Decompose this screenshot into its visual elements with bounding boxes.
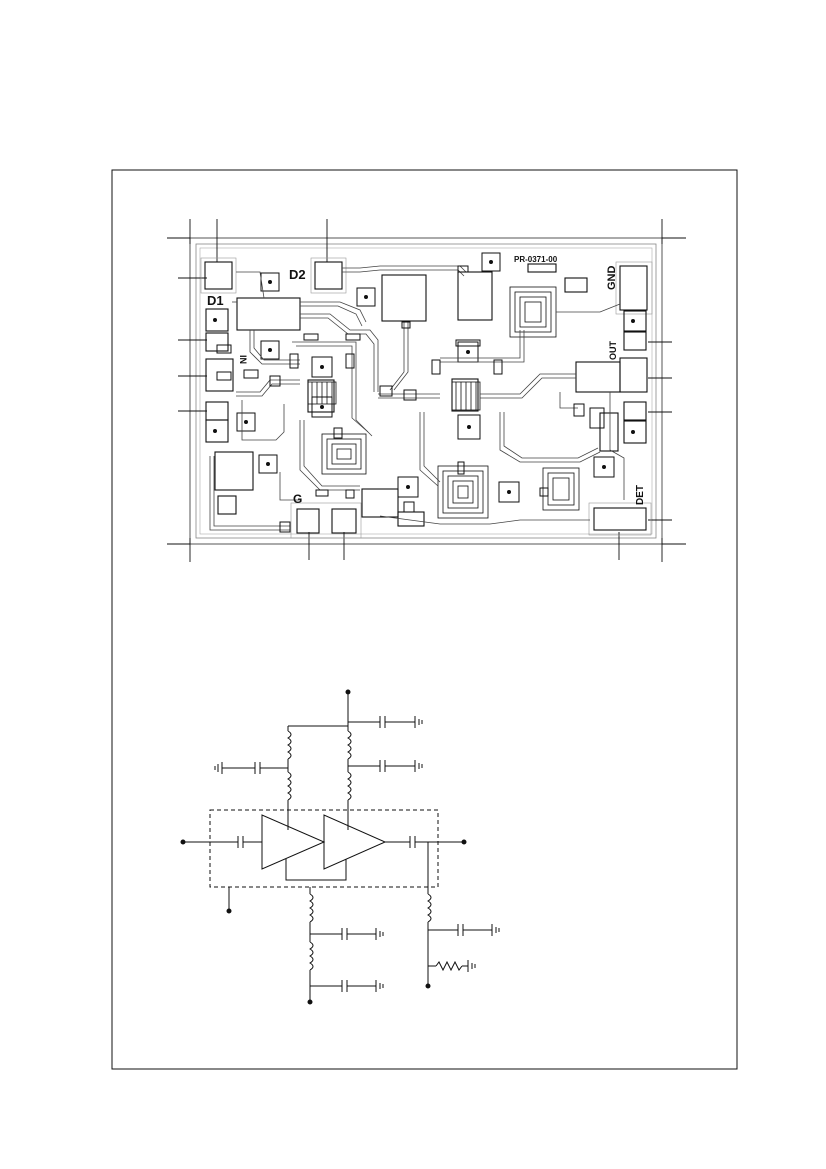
traces [209, 265, 625, 531]
page-frame [111, 169, 738, 1070]
amplifier-stage-2 [323, 814, 387, 870]
pcb-layout [167, 219, 686, 562]
inductor-d1-upper [287, 730, 292, 760]
label-det: DET [635, 485, 646, 505]
inductor-detector [427, 893, 432, 923]
inductor-d2-upper [347, 730, 352, 760]
callout-lines [167, 219, 686, 562]
detector-resistor [435, 960, 463, 972]
module-boundary [209, 809, 439, 888]
schematic [180, 689, 500, 1005]
inductor-d2-lower [347, 771, 352, 801]
label-d1: D1 [207, 293, 224, 308]
label-out: OUT [608, 341, 618, 361]
layout-labels: D1 D2 G PR-0371-00 IN GND OUT DET [207, 255, 646, 506]
inductor-d1-lower [287, 771, 292, 801]
label-gnd: GND [606, 266, 618, 291]
smd-parts [216, 265, 605, 533]
label-part-number: PR-0371-00 [514, 255, 558, 264]
spiral-inductors [321, 286, 580, 519]
bond-pads [200, 257, 653, 539]
label-in: IN [238, 355, 248, 364]
amplifier-stage-1 [261, 814, 326, 870]
inductor-gate-upper [309, 893, 314, 923]
inductor-gate-lower [309, 941, 314, 971]
board-outline [189, 237, 663, 545]
transistor-fingers [307, 381, 481, 411]
vias [213, 252, 635, 503]
label-g: G [293, 492, 302, 506]
label-d2: D2 [289, 267, 306, 282]
